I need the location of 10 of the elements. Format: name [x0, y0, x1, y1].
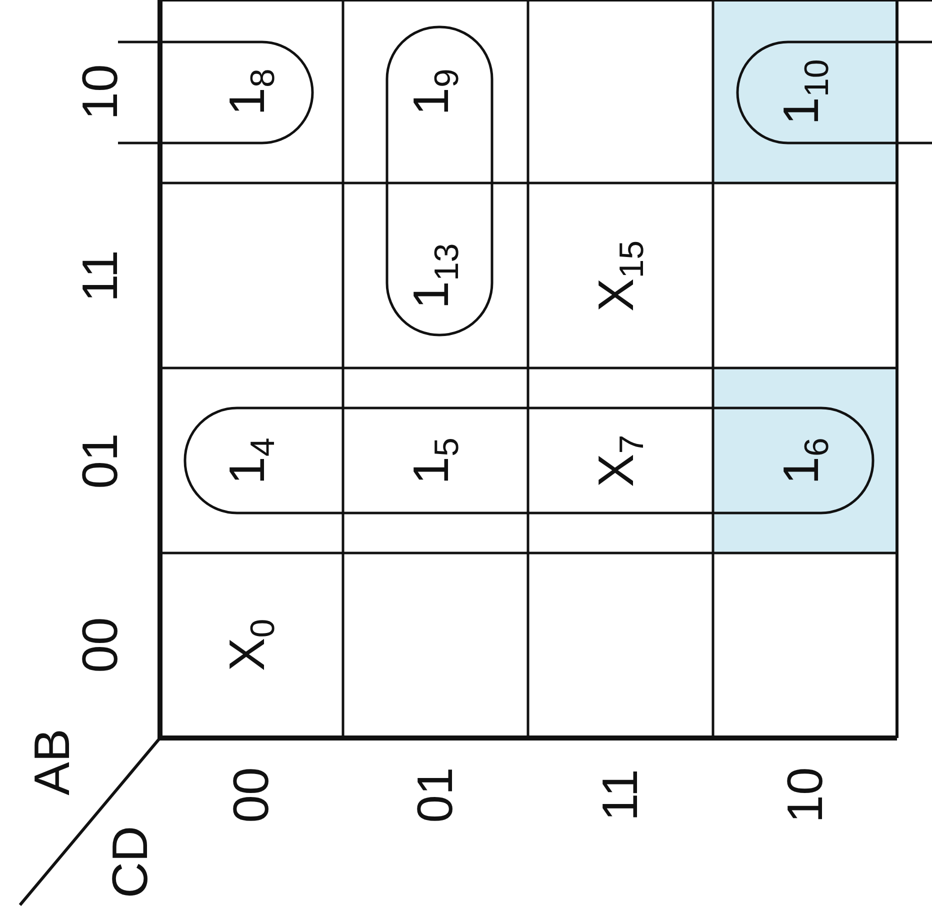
row-header: 00 — [226, 767, 276, 823]
column-header: 00 — [75, 617, 125, 673]
column-header: 10 — [75, 64, 125, 120]
column-header: 11 — [75, 250, 125, 302]
column-header: 01 — [75, 433, 125, 489]
row-header: 11 — [595, 769, 645, 821]
row-header: 01 — [410, 767, 460, 823]
axis-label: CD — [105, 826, 155, 898]
axis-label: AB — [27, 728, 77, 796]
row-header: 10 — [780, 767, 830, 823]
